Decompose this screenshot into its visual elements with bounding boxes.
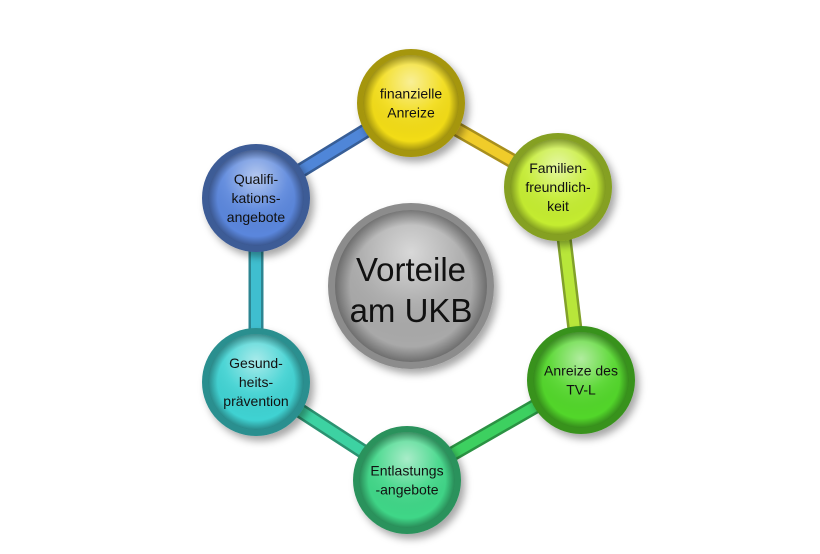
node-shade (533, 332, 629, 428)
center-title-line-1: Vorteile (356, 251, 466, 288)
node-label-line: freundlich- (525, 179, 591, 195)
node-shade (359, 432, 455, 528)
node-label-line: finanzielle (380, 86, 442, 102)
node-label-line: Anreize (387, 105, 435, 121)
node-gesundheitspraevention: Gesund-heits-prävention (202, 328, 310, 436)
node-label-line: Gesund- (229, 355, 283, 371)
node-label-line: Anreize des (544, 363, 618, 379)
node-entlastungsangebote: Entlastungs -angebote (353, 426, 461, 534)
node-label-line: Familien- (529, 160, 587, 176)
node-shade (208, 334, 304, 430)
node-familienfreundlichkeit: Familien-freundlich-keit (504, 133, 612, 241)
node-label-line: Qualifi- (234, 171, 279, 187)
node-shade (363, 55, 459, 151)
node-label-line: TV-L (566, 382, 596, 398)
center-circle: Vorteile am UKB (328, 203, 494, 369)
node-shade (510, 139, 606, 235)
node-qualifikationsangebote: Qualifi-kations-angebote (202, 144, 310, 252)
node-label-line: Entlastungs (370, 463, 443, 479)
center-title-line-2: am UKB (350, 292, 473, 329)
node-label-line: kations- (231, 190, 280, 206)
outer-nodes: finanzielleAnreizeFamilien-freundlich-ke… (202, 49, 635, 534)
node-label-line: -angebote (375, 482, 438, 498)
center-circle-shade (335, 210, 487, 362)
node-label-line: keit (547, 198, 569, 214)
node-label-line: angebote (227, 209, 286, 225)
node-label-line: heits- (239, 374, 274, 390)
node-shade (208, 150, 304, 246)
node-label-line: prävention (223, 393, 288, 409)
